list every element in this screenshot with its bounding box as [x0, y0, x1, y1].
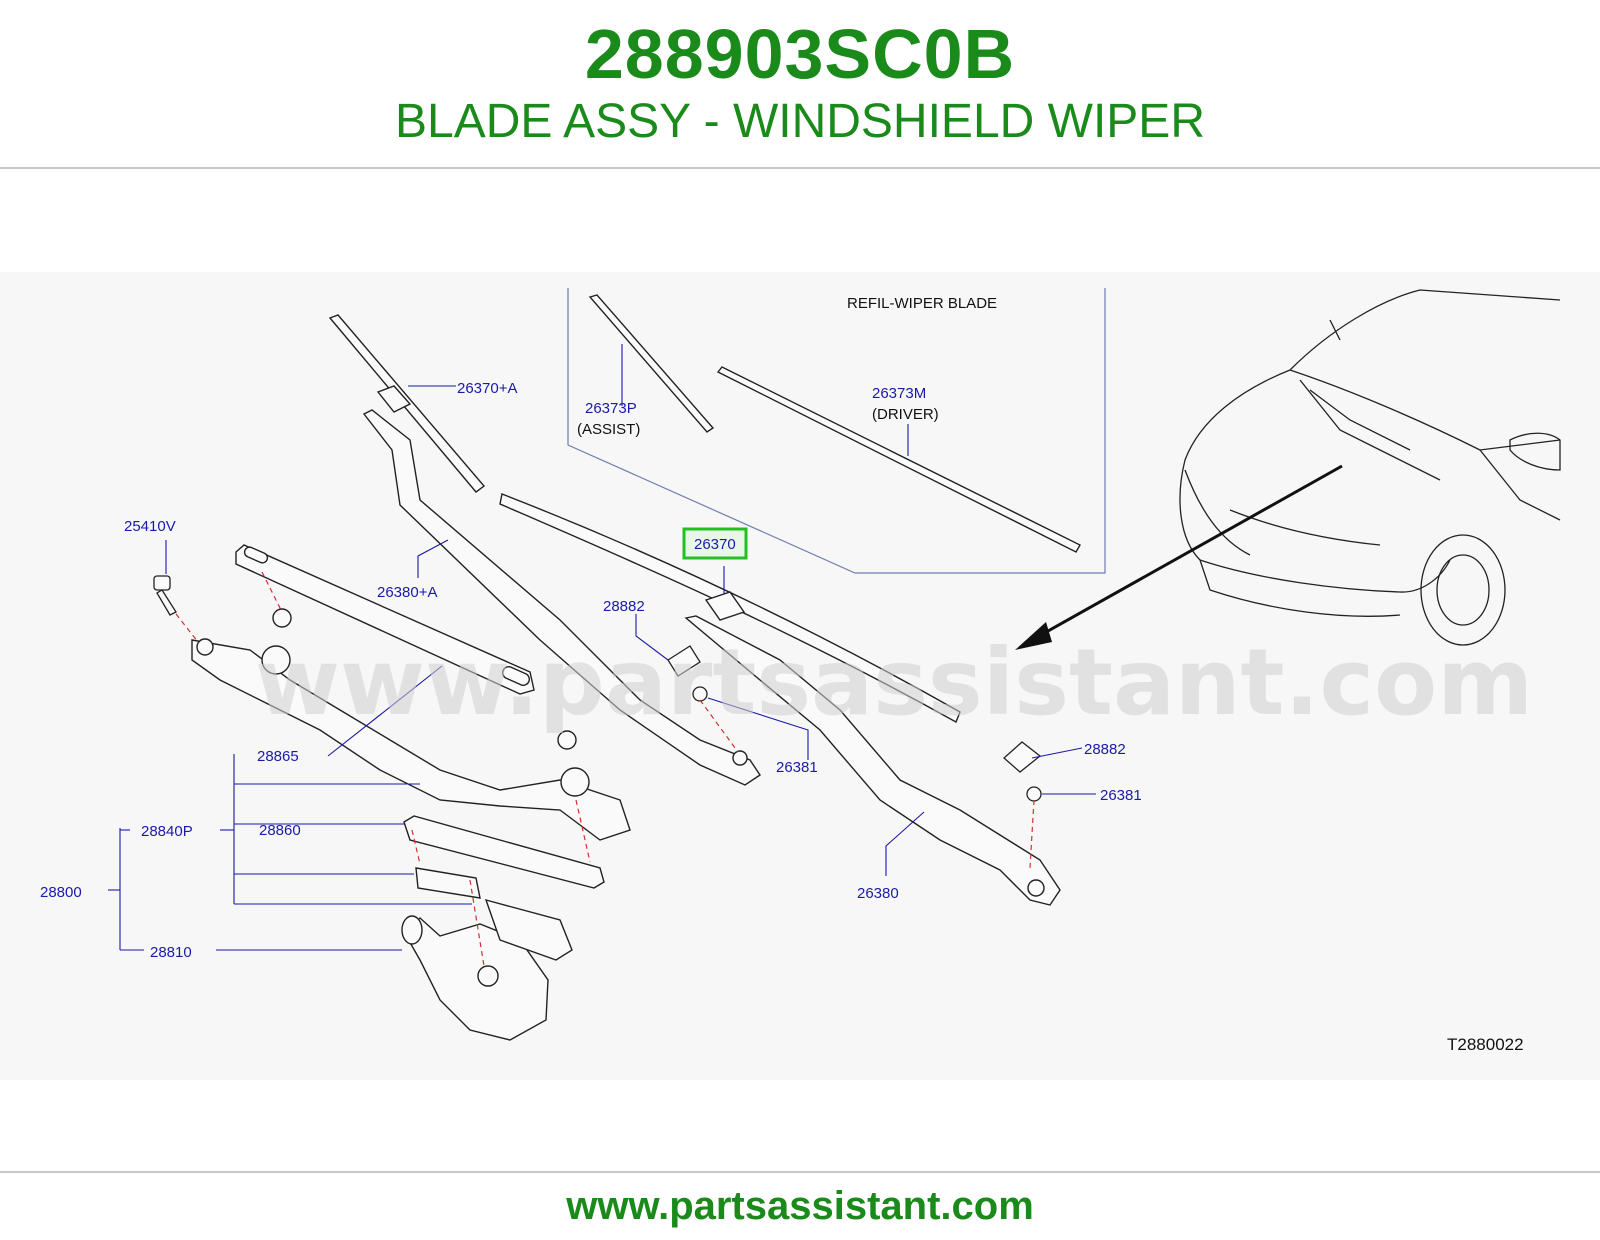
callout-25410V[interactable]: 25410V [124, 518, 176, 535]
callout-26381-lower[interactable]: 26381 [1100, 787, 1142, 804]
location-arrow [1015, 464, 1343, 650]
header-divider [0, 167, 1600, 169]
wiper-arm-assist[interactable] [362, 409, 761, 786]
callout-26380A[interactable]: 26380+A [377, 584, 437, 601]
linkage-rod-lower[interactable] [403, 815, 605, 899]
page-header: 288903SC0B BLADE ASSY - WINDSHIELD WIPER [0, 0, 1600, 168]
callout-26381-upper[interactable]: 26381 [776, 759, 818, 776]
pivot-cap-upper[interactable] [667, 645, 701, 677]
footer-divider [0, 1171, 1600, 1173]
part-number-title: 288903SC0B [584, 15, 1016, 93]
callout-26373P[interactable]: 26373P [585, 400, 637, 417]
highlight-box [682, 527, 748, 560]
callout-26370A[interactable]: 26370+A [457, 380, 517, 397]
bolt[interactable] [153, 575, 177, 616]
refill-strip-driver[interactable] [716, 366, 1081, 553]
callout-28860[interactable]: 28860 [259, 822, 301, 839]
callout-26380[interactable]: 26380 [857, 885, 899, 902]
callout-26373M-note: (DRIVER) [872, 406, 939, 423]
wiper-arm-driver[interactable] [684, 615, 1061, 906]
callout-28840P[interactable]: 28840P [141, 823, 193, 840]
callout-26373M[interactable]: 26373M [872, 385, 926, 402]
callout-26370[interactable]: 26370 [694, 536, 736, 553]
footer-url[interactable]: www.partsassistant.com [566, 1184, 1034, 1228]
linkage-rod-upper[interactable] [235, 544, 535, 695]
vehicle-location-drawing [1179, 289, 1561, 646]
refill-inset-frame [567, 288, 1106, 574]
callout-28882-upper[interactable]: 28882 [603, 598, 645, 615]
watermark: www.partsassistant.com [255, 629, 1533, 736]
callout-26373P-note: (ASSIST) [577, 421, 640, 438]
drawing-code: T2880022 [1447, 1035, 1524, 1054]
part-name-subtitle: BLADE ASSY - WINDSHIELD WIPER [395, 95, 1205, 148]
inset-title: REFIL-WIPER BLADE [847, 295, 997, 312]
leader-lines [108, 344, 1096, 951]
assembly-guides [175, 571, 1035, 967]
refill-strip-assist[interactable] [588, 294, 715, 433]
callout-28800[interactable]: 28800 [40, 884, 82, 901]
nut-lower[interactable] [1026, 786, 1042, 802]
callout-28810[interactable]: 28810 [150, 944, 192, 961]
wiper-blade-driver[interactable] [499, 493, 961, 723]
callout-28865[interactable]: 28865 [257, 748, 299, 765]
wiper-blade-assist[interactable] [328, 314, 486, 493]
callout-28882-lower[interactable]: 28882 [1084, 741, 1126, 758]
linkage-frame[interactable] [191, 608, 631, 841]
wiper-motor[interactable] [401, 898, 573, 1041]
